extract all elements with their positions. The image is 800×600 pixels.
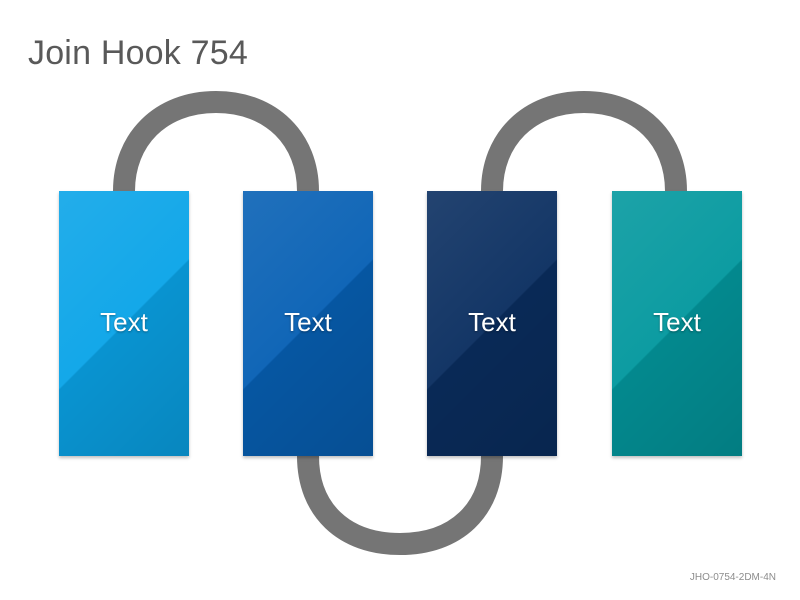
page-title: Join Hook 754 — [28, 34, 248, 72]
block-label: Text — [653, 307, 701, 337]
block-label: Text — [468, 307, 516, 337]
block-label: Text — [100, 307, 148, 337]
top-connector-right — [481, 90, 687, 192]
block-label: Text — [284, 307, 332, 337]
diagram-block-3: Text — [427, 191, 557, 456]
diagram-block-4: Text — [612, 191, 742, 456]
bottom-connector-middle — [297, 455, 503, 556]
diagram-block-1: Text — [59, 191, 189, 456]
top-connector-left — [113, 90, 319, 192]
footer-code: JHO-0754-2DM-4N — [689, 572, 776, 583]
diagram-block-2: Text — [243, 191, 373, 456]
